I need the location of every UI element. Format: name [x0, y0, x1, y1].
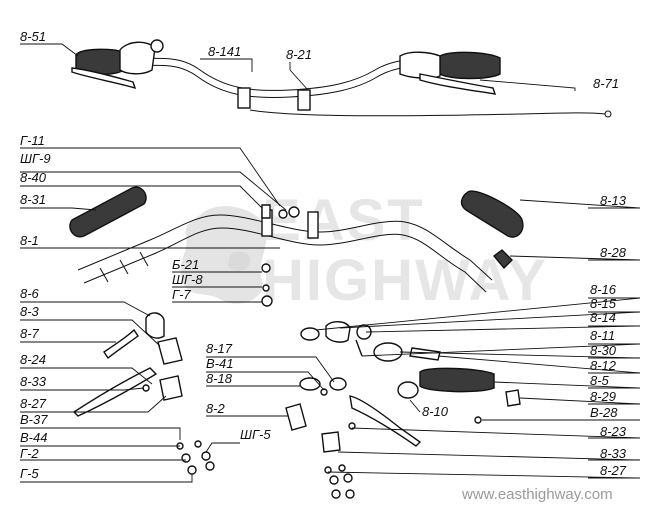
- label-8-40: 8-40: [20, 170, 47, 185]
- label-8-17: 8-17: [206, 341, 233, 356]
- label-g-5: Г-5: [20, 466, 39, 481]
- label-8-5: 8-5: [590, 373, 610, 388]
- label-8-51: 8-51: [20, 29, 46, 44]
- part-labels: 8-51 8-141 8-21 8-71 Г-11 ШГ-9 8-40 8-31…: [20, 29, 627, 481]
- left-lever-group: [72, 312, 183, 417]
- label-8-31: 8-31: [20, 192, 46, 207]
- label-8-24: 8-24: [20, 352, 46, 367]
- watermark-line1: EAST: [262, 188, 425, 253]
- label-g-7: Г-7: [172, 287, 191, 302]
- label-8-12: 8-12: [590, 358, 617, 373]
- label-8-7: 8-7: [20, 326, 40, 341]
- label-g-2: Г-2: [20, 446, 39, 461]
- label-8-3: 8-3: [20, 304, 40, 319]
- sleeve-8-28: [492, 249, 513, 270]
- label-b-21: Б-21: [172, 257, 199, 272]
- left-bolts-bottom: [176, 440, 215, 475]
- bolt-hardware-center: [261, 204, 300, 307]
- label-shg-8: ШГ-8: [172, 272, 203, 287]
- label-8-33-left: 8-33: [20, 374, 47, 389]
- label-8-71: 8-71: [593, 76, 619, 91]
- label-8-29: 8-29: [590, 389, 616, 404]
- label-8-14: 8-14: [590, 310, 616, 325]
- left-grip-8-31: [69, 186, 147, 238]
- label-8-27-left: 8-27: [20, 396, 47, 411]
- label-shg-9: ШГ-9: [20, 151, 51, 166]
- label-8-15: 8-15: [590, 296, 617, 311]
- label-8-18: 8-18: [206, 371, 233, 386]
- right-throttle-group: [300, 321, 521, 424]
- label-v-28: В-28: [590, 405, 618, 420]
- label-8-141: 8-141: [208, 44, 241, 59]
- label-8-30: 8-30: [590, 343, 617, 358]
- label-8-23: 8-23: [600, 424, 627, 439]
- label-shg-5: ШГ-5: [240, 427, 271, 442]
- label-v-41: В-41: [206, 356, 233, 371]
- leader-lines: [20, 43, 641, 483]
- footer-url: www.easthighway.com: [461, 486, 613, 503]
- label-8-16: 8-16: [590, 282, 617, 297]
- label-8-6: 8-6: [20, 286, 40, 301]
- label-v-37: В-37: [20, 412, 48, 427]
- label-8-11: 8-11: [590, 328, 615, 343]
- right-grip-8-13: [460, 190, 524, 238]
- label-8-21: 8-21: [286, 47, 312, 62]
- label-g-11: Г-11: [20, 133, 45, 148]
- center-parts: [285, 377, 422, 499]
- label-8-10: 8-10: [422, 404, 449, 419]
- label-8-13: 8-13: [600, 193, 627, 208]
- label-8-28-top: 8-28: [600, 245, 627, 260]
- assembled-handlebar: [71, 39, 612, 118]
- label-8-2: 8-2: [206, 401, 226, 416]
- label-8-27-right: 8-27: [600, 463, 627, 478]
- label-v-44: В-44: [20, 430, 47, 445]
- label-8-33-right: 8-33: [600, 446, 627, 461]
- label-8-1: 8-1: [20, 233, 39, 248]
